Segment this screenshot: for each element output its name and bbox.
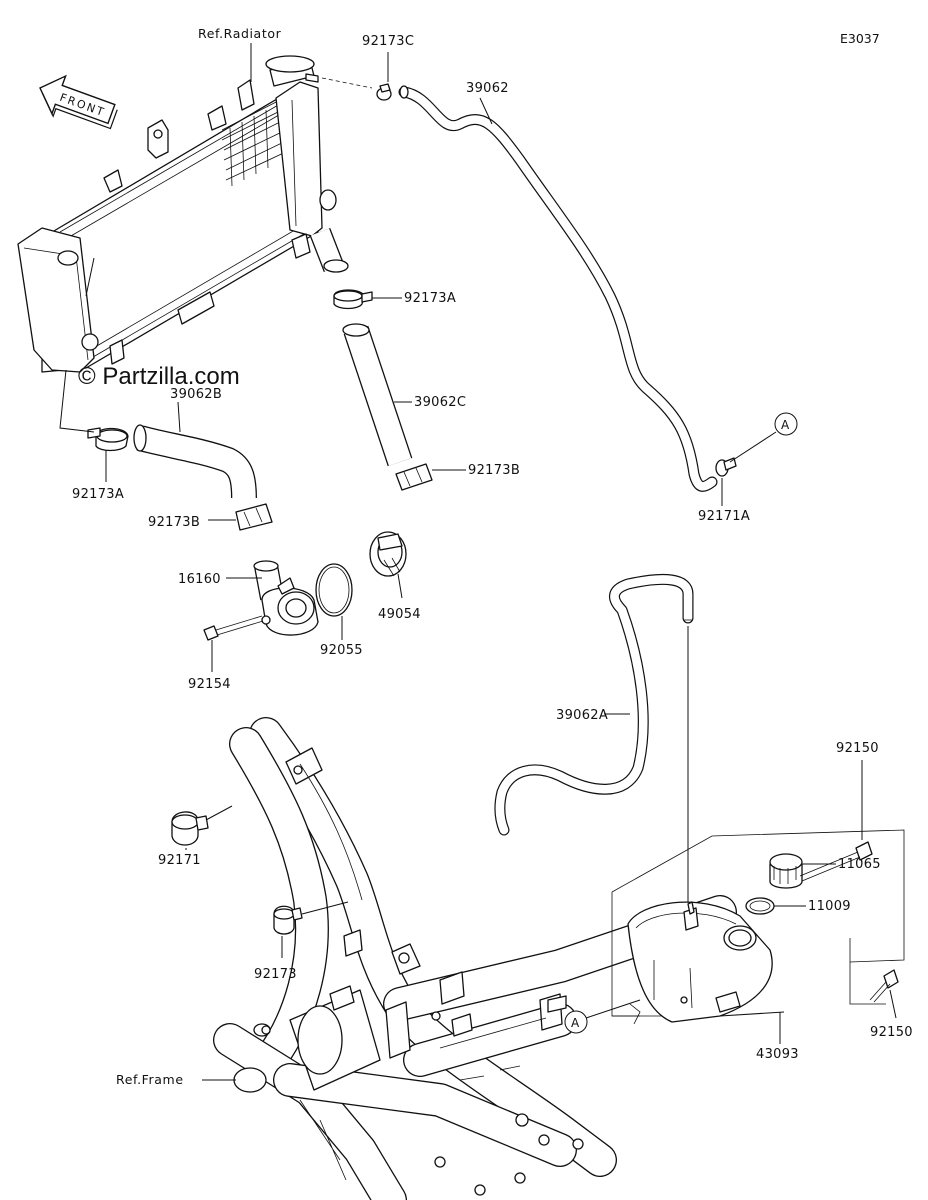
part-label-92173a-upper: 92173A: [404, 291, 456, 306]
water-pump-cover-16160: [253, 560, 319, 636]
front-arrow-icon: FRONT: [39, 74, 118, 130]
part-label-11065: 11065: [838, 857, 881, 872]
callout-a-upper: [774, 412, 798, 436]
part-label-92171: 92171: [158, 853, 201, 868]
o-ring-92055: [315, 563, 353, 617]
part-label-92173b-left: 92173B: [148, 515, 200, 530]
clamp-92173a-left: [87, 427, 129, 452]
part-label-92150-top: 92150: [836, 741, 879, 756]
ref-radiator-label: Ref.Radiator: [198, 26, 282, 41]
clamp-92171: [171, 811, 209, 846]
part-label-39062b: 39062B: [170, 387, 222, 402]
clamp-92173: [273, 905, 303, 935]
part-label-39062: 39062: [466, 81, 509, 96]
bolt-92150-right: [869, 969, 899, 1003]
part-label-92173c: 92173C: [362, 34, 414, 49]
callout-a-lower: [564, 1010, 588, 1034]
part-label-92154: 92154: [188, 677, 231, 692]
cap-11065: [769, 853, 803, 889]
part-label-92055: 92055: [320, 643, 363, 658]
part-label-92173b-right: 92173B: [468, 463, 520, 478]
part-label-49054: 49054: [378, 607, 421, 622]
hose-39062a: [494, 573, 694, 836]
part-label-92173a-left: 92173A: [72, 487, 124, 502]
part-label-39062a: 39062A: [556, 708, 608, 723]
part-label-92171a: 92171A: [698, 509, 750, 524]
part-label-16160: 16160: [178, 572, 221, 587]
watermark: © Partzilla.com: [78, 363, 240, 390]
clamp-92173c: [376, 83, 392, 101]
clamp-92173b-right: [395, 463, 433, 491]
ref-frame-label: Ref.Frame: [116, 1072, 184, 1087]
part-label-11009: 11009: [808, 899, 851, 914]
part-label-92150-right: 92150: [870, 1025, 913, 1040]
bolt-92150-top: [799, 841, 873, 882]
clamp-92173a-upper: [333, 289, 373, 310]
thermostat-49054: [369, 531, 407, 577]
hose-39062b: [133, 424, 257, 499]
clamp-92173b-left: [235, 503, 273, 531]
callout-a-upper-letter: A: [781, 418, 790, 432]
part-label-39062c: 39062C: [414, 395, 466, 410]
part-label-92173: 92173: [254, 967, 297, 982]
callout-a-lower-letter: A: [571, 1016, 580, 1030]
bolt-92154: [203, 615, 264, 641]
hose-39062: [398, 85, 718, 492]
radiator: [17, 55, 373, 373]
seal-11009: [745, 897, 775, 915]
part-label-43093: 43093: [756, 1047, 799, 1062]
clamp-92171a: [715, 457, 737, 477]
reserve-tank-43093: [627, 901, 773, 1025]
frame: [213, 717, 737, 1200]
hose-39062c: [342, 323, 413, 467]
diagram-code: E3037: [840, 31, 880, 46]
